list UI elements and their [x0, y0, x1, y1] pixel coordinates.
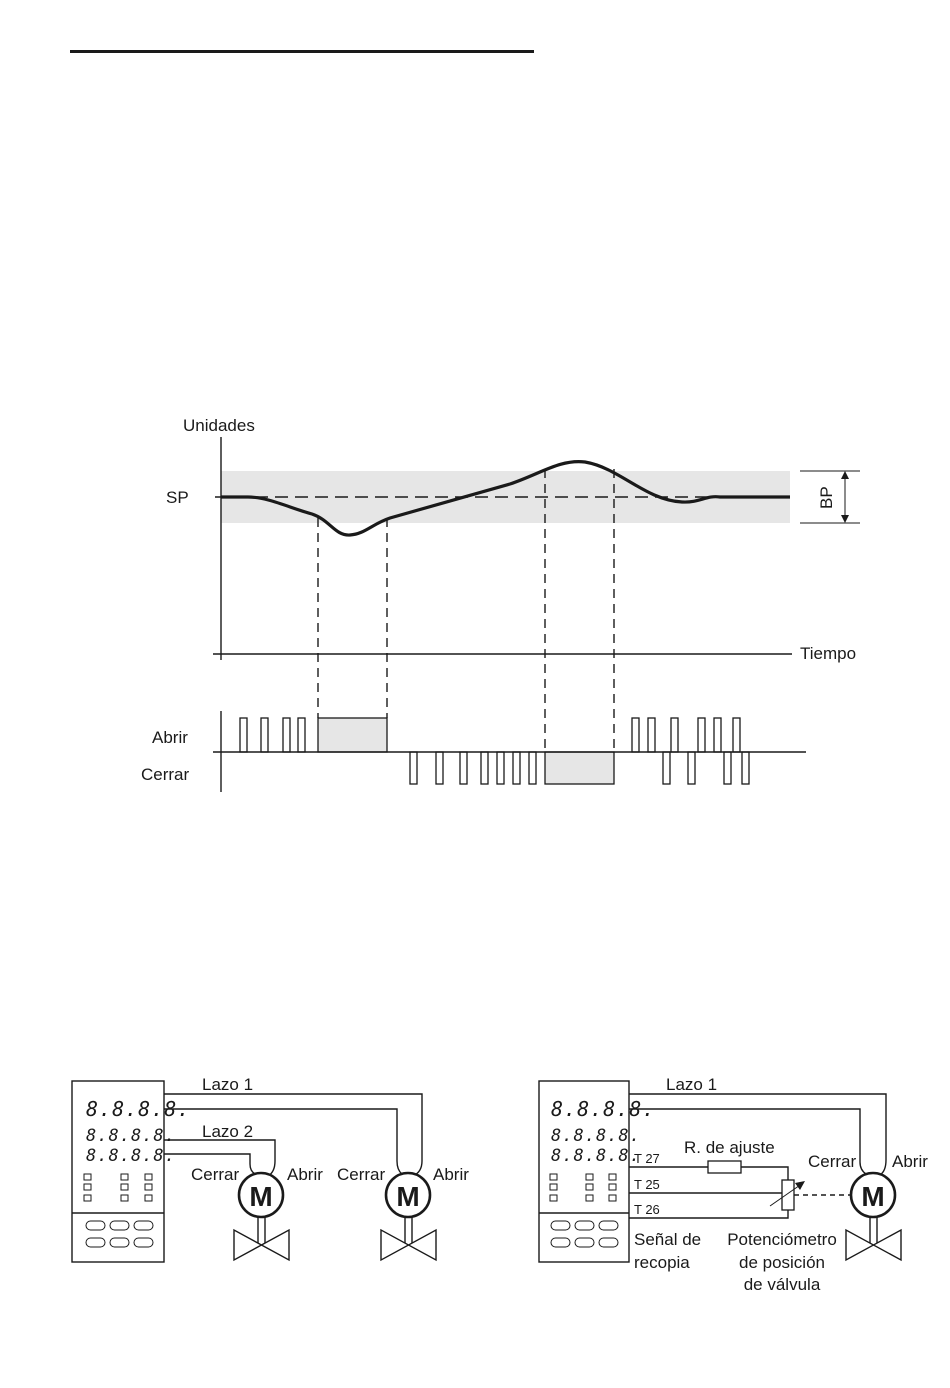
close-pulse — [497, 752, 504, 784]
led-indicator — [609, 1195, 616, 1201]
keypad-button[interactable] — [134, 1221, 153, 1230]
band-label: BP — [817, 486, 836, 509]
valve-body-icon — [846, 1230, 901, 1260]
y-axis-label: Unidades — [183, 416, 255, 435]
valve-body-icon — [381, 1230, 436, 1260]
keypad-button[interactable] — [551, 1221, 570, 1230]
led-indicator — [550, 1174, 557, 1180]
bp-arrow-top — [841, 471, 849, 479]
led-indicator — [145, 1195, 152, 1201]
valve-close-label: Cerrar — [808, 1152, 857, 1171]
loop2-label: Lazo 2 — [202, 1122, 253, 1141]
led-indicator — [586, 1174, 593, 1180]
led-indicator — [121, 1195, 128, 1201]
valve2-close-label: Cerrar — [337, 1165, 386, 1184]
keypad-button[interactable] — [110, 1221, 129, 1230]
motor-label: M — [861, 1181, 884, 1212]
pot-label-line1: Potenciómetro — [727, 1230, 837, 1249]
open-pulse — [714, 718, 721, 752]
terminal-26-label: T 26 — [634, 1202, 660, 1217]
pot-label-line3: de válvula — [744, 1275, 821, 1294]
led-indicator — [550, 1195, 557, 1201]
led-indicator — [145, 1184, 152, 1190]
wiring-diagram-right: 8.8.8.8. 8.8.8.8. 8.8.8.8. Lazo 1 R. de … — [539, 1075, 928, 1294]
long-close-pulse — [545, 752, 614, 784]
led-indicator — [550, 1184, 557, 1190]
motor-label: M — [396, 1181, 419, 1212]
open-pulse — [648, 718, 655, 752]
open-pulse — [240, 718, 247, 752]
display-row-2: 8.8.8.8. — [86, 1126, 176, 1146]
signal-label-line2: recopia — [634, 1253, 690, 1272]
open-pulse — [671, 718, 678, 752]
keypad-button[interactable] — [134, 1238, 153, 1247]
motor-label: M — [249, 1181, 272, 1212]
t27-wire-cont — [741, 1167, 788, 1180]
close-pulse — [460, 752, 467, 784]
close-pulse — [663, 752, 670, 784]
close-pulse — [529, 752, 536, 784]
adjust-resistor — [708, 1161, 741, 1173]
control-chart: Unidades SP BP Tiempo — [166, 416, 860, 752]
led-indicator — [145, 1174, 152, 1180]
keypad-button[interactable] — [599, 1238, 618, 1247]
loop1-label: Lazo 1 — [202, 1075, 253, 1094]
led-indicator — [609, 1174, 616, 1180]
bp-arrow-bottom — [841, 515, 849, 523]
led-indicator — [586, 1195, 593, 1201]
close-pulse — [410, 752, 417, 784]
display-row-3: 8.8.8.8. — [86, 1146, 176, 1166]
keypad-button[interactable] — [110, 1238, 129, 1247]
open-pulse — [261, 718, 268, 752]
valve-body-icon — [234, 1230, 289, 1260]
resistor-label: R. de ajuste — [684, 1138, 775, 1157]
open-pulse — [298, 718, 305, 752]
led-indicator — [121, 1184, 128, 1190]
open-pulse — [632, 718, 639, 752]
open-pulse — [698, 718, 705, 752]
setpoint-label: SP — [166, 488, 189, 507]
potentiometer-arrow-head — [795, 1181, 805, 1190]
wiring-diagram-left: 8.8.8.8. 8.8.8.8. 8.8.8.8. Lazo 1 Lazo 2… — [72, 1075, 469, 1262]
keypad-button[interactable] — [575, 1238, 594, 1247]
close-pulse — [513, 752, 520, 784]
open-label: Abrir — [152, 728, 188, 747]
close-pulse — [724, 752, 731, 784]
terminal-27-label: T 27 — [634, 1151, 660, 1166]
led-indicator — [84, 1174, 91, 1180]
led-indicator — [609, 1184, 616, 1190]
keypad-button[interactable] — [86, 1221, 105, 1230]
pulse-chart: Abrir Cerrar — [141, 711, 806, 792]
valve-open-label: Abrir — [892, 1152, 928, 1171]
loop1-label: Lazo 1 — [666, 1075, 717, 1094]
display-row-3: 8.8.8.8. — [551, 1146, 641, 1166]
led-indicator — [586, 1184, 593, 1190]
pot-label-line2: de posición — [739, 1253, 825, 1272]
x-axis-label: Tiempo — [800, 644, 856, 663]
display-row-2: 8.8.8.8. — [551, 1126, 641, 1146]
led-indicator — [84, 1195, 91, 1201]
potentiometer-body — [782, 1180, 794, 1210]
signal-label-line1: Señal de — [634, 1230, 701, 1249]
keypad-button[interactable] — [599, 1221, 618, 1230]
close-pulse — [742, 752, 749, 784]
close-pulse — [688, 752, 695, 784]
valve2-open-label: Abrir — [433, 1165, 469, 1184]
keypad-button[interactable] — [575, 1221, 594, 1230]
led-indicator — [84, 1184, 91, 1190]
open-pulse — [283, 718, 290, 752]
led-indicator — [121, 1174, 128, 1180]
close-pulse — [481, 752, 488, 784]
keypad-button[interactable] — [551, 1238, 570, 1247]
valve1-open-label: Abrir — [287, 1165, 323, 1184]
open-pulses — [240, 718, 740, 752]
valve1-close-label: Cerrar — [191, 1165, 240, 1184]
terminal-25-label: T 25 — [634, 1177, 660, 1192]
open-pulse — [733, 718, 740, 752]
close-pulse — [436, 752, 443, 784]
keypad-button[interactable] — [86, 1238, 105, 1247]
close-label: Cerrar — [141, 765, 190, 784]
long-open-pulse — [318, 718, 387, 752]
